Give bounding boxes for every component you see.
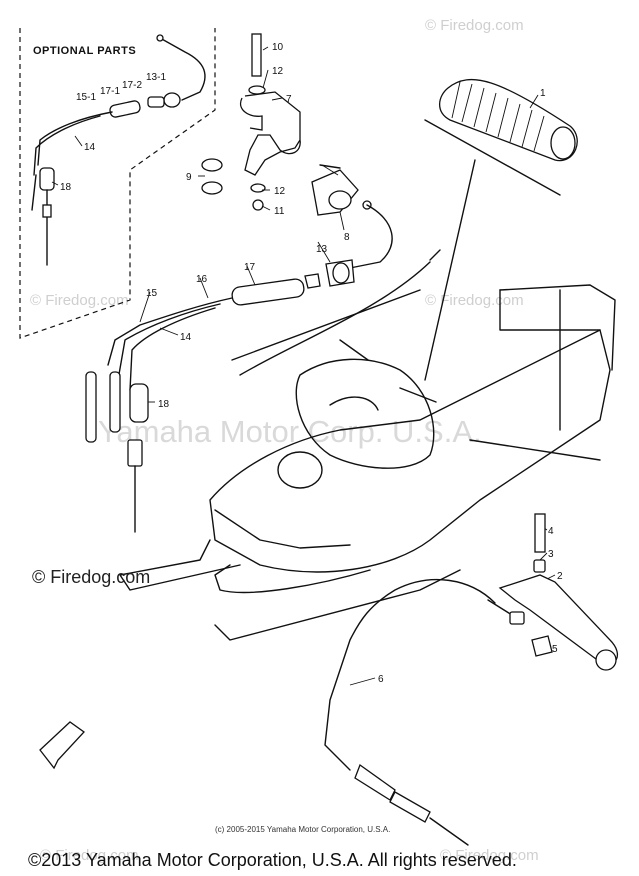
bracket-parts	[201, 33, 372, 216]
watermark-yamaha-center: Yamaha Motor Corp. U.S.A.	[98, 414, 482, 449]
callout-12-top: 12	[272, 66, 284, 77]
callout-15: 15	[146, 288, 158, 299]
leader-lines	[51, 46, 556, 686]
optional-parts-region: OPTIONAL PARTS	[19, 28, 216, 339]
washer-12-top	[248, 85, 266, 95]
callout-13: 13	[316, 244, 328, 255]
firedog-label: © Firedog.com	[32, 567, 150, 587]
callout-4: 4	[548, 526, 554, 537]
snowmobile-body	[119, 249, 616, 641]
callout-16: 16	[196, 274, 208, 285]
callout-3: 3	[548, 549, 554, 560]
callout-11: 11	[274, 206, 285, 217]
washer-12-bottom	[250, 183, 266, 193]
grommet-9-top	[201, 158, 223, 172]
callout-5: 5	[552, 644, 558, 655]
callout-6: 6	[378, 674, 384, 685]
copyright-small: (c) 2005-2015 Yamaha Motor Corporation, …	[215, 825, 390, 834]
front-arrow-icon	[39, 721, 85, 770]
watermark-firedog-bottom-left: © Firedog.com	[40, 847, 139, 864]
watermark-firedog-mid-right: © Firedog.com	[425, 292, 524, 309]
hand-grip-1	[424, 78, 578, 381]
callout-17: 17	[244, 262, 256, 273]
watermark-group: © Firedog.com © Firedog.com © Firedog.co…	[30, 17, 539, 864]
callout-13-1: 13-1	[146, 72, 166, 83]
callout-14-main: 14	[180, 332, 192, 343]
callout-15-1: 15-1	[76, 92, 96, 103]
callout-9: 9	[186, 172, 192, 183]
bolt-4	[534, 513, 546, 553]
optional-parts-title: OPTIONAL PARTS	[33, 45, 136, 57]
callout-18-optional: 18	[60, 182, 72, 193]
callouts: 10 12 7 9 12 11 8 13 17 16 15 14 18 1 4 …	[60, 42, 563, 685]
callout-1: 1	[540, 88, 546, 99]
brake-lever-assembly	[324, 513, 619, 846]
cable-sleeve-17	[231, 278, 305, 306]
grommet-9-bottom	[201, 181, 223, 195]
callout-8: 8	[344, 232, 350, 243]
callout-17-1: 17-1	[100, 86, 120, 97]
throttle-cable-main	[85, 204, 393, 533]
watermark-firedog-bottom-right: © Firedog.com	[440, 847, 539, 864]
callout-2: 2	[557, 571, 563, 582]
nut-11	[252, 199, 264, 211]
callout-7: 7	[286, 94, 292, 105]
callout-10: 10	[272, 42, 284, 53]
copyright-main: ©2013 Yamaha Motor Corporation, U.S.A. A…	[28, 850, 517, 870]
bolt-10	[251, 33, 262, 77]
callout-18-main: 18	[158, 399, 170, 410]
callout-14-optional: 14	[84, 142, 96, 153]
cap-18	[129, 383, 149, 423]
callout-17-2: 17-2	[122, 80, 142, 91]
watermark-firedog-top-right: © Firedog.com	[425, 17, 524, 34]
nut-5	[531, 635, 553, 657]
watermark-firedog-mid-left: © Firedog.com	[30, 292, 129, 309]
callout-12-bottom: 12	[274, 186, 286, 197]
